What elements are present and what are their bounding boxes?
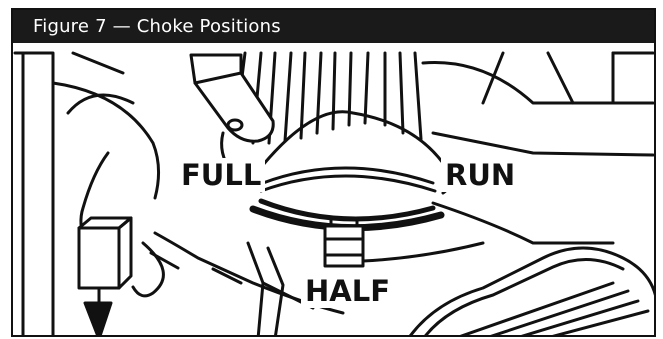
spark-plug-tip: [83, 301, 113, 335]
engine-housing-right-top: [421, 51, 654, 157]
choke-label-run: RUN: [441, 158, 520, 192]
choke-scale-arc: [249, 198, 445, 232]
choke-label-full: FULL: [177, 158, 266, 192]
figure-caption: Figure 7 — Choke Positions: [33, 16, 281, 37]
choke-slider-knob: [323, 217, 365, 268]
figure-frame: Figure 7 — Choke Positions: [11, 8, 656, 337]
spark-plug: [77, 216, 133, 305]
cooling-fins: [233, 51, 423, 145]
engine-housing-left: [13, 51, 165, 335]
choke-illustration: [13, 51, 654, 335]
choke-label-half: HALF: [301, 274, 395, 308]
figure-caption-bar: Figure 7 — Choke Positions: [13, 10, 654, 43]
choke-lever-tab: [189, 53, 275, 173]
air-filter-cover: [409, 246, 654, 335]
